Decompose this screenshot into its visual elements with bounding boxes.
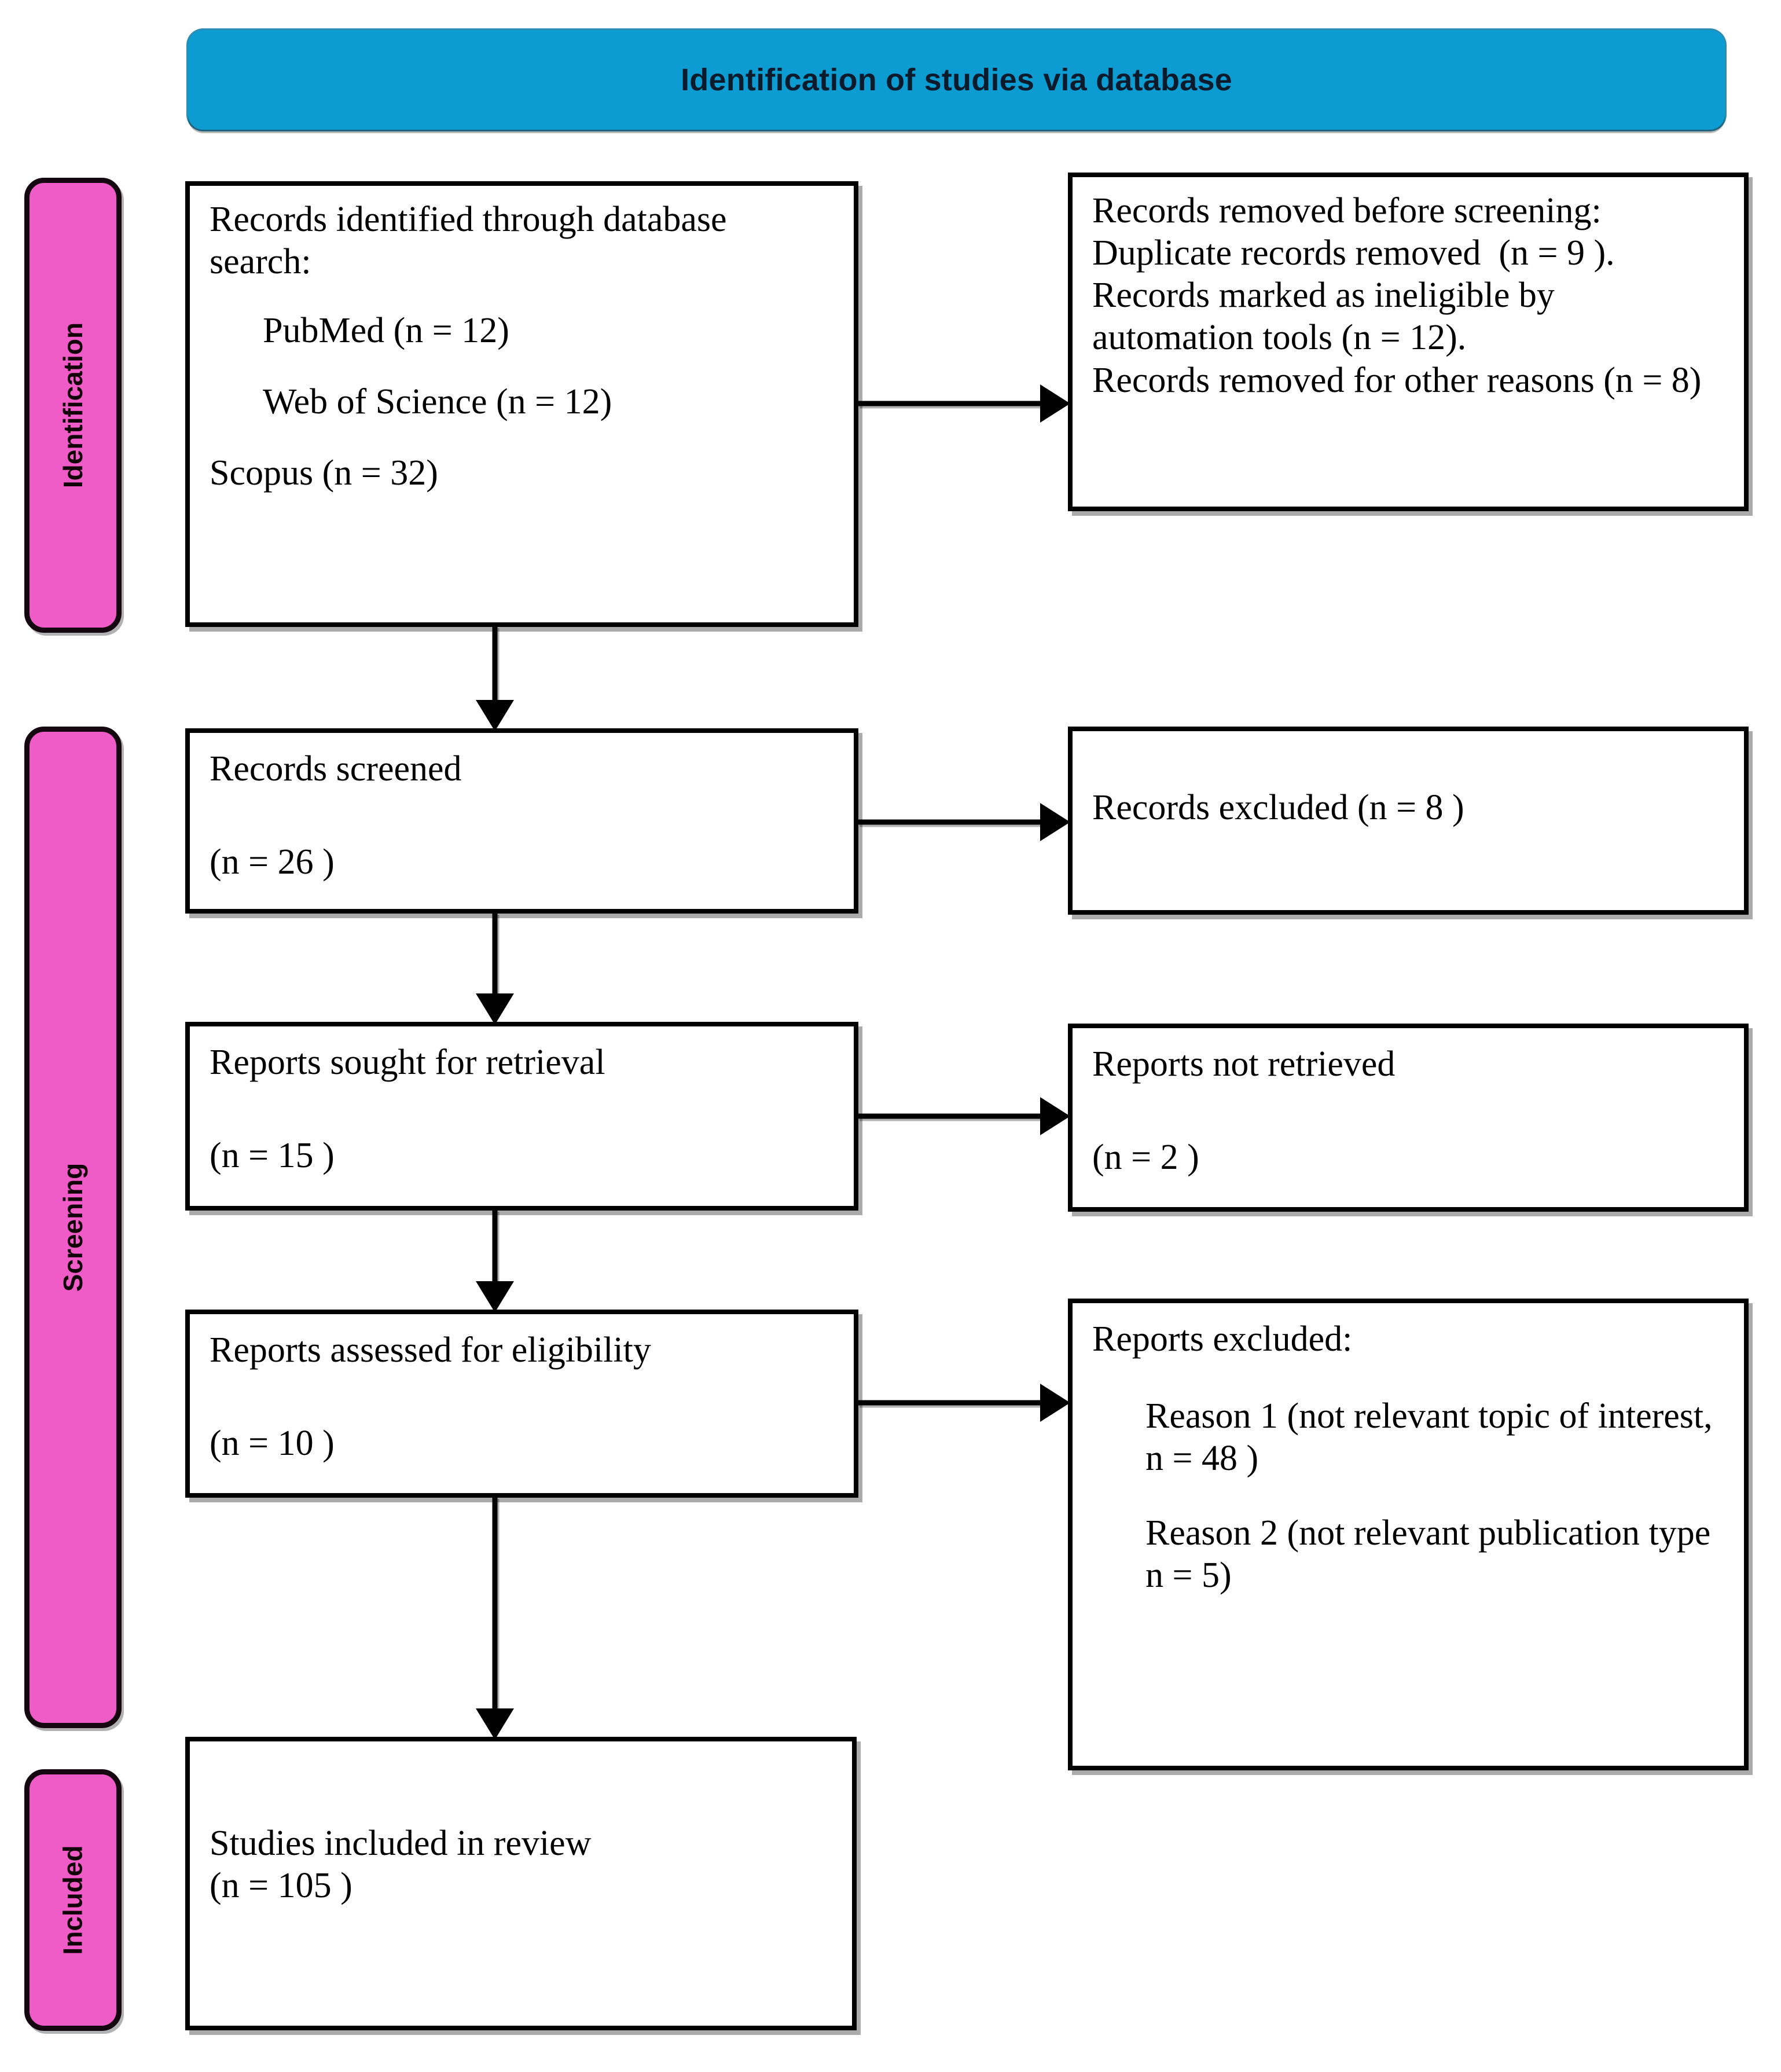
arrow-identified-to-removed: [858, 383, 1070, 424]
box-studies-included-in-review: Studies included in review (n = 105 ): [185, 1737, 857, 2030]
diagram-header-banner: Identification of studies via database: [188, 30, 1725, 130]
arrow-shaft: [492, 627, 498, 705]
source-scopus: Scopus (n = 32): [210, 453, 438, 493]
arrow-assessed-to-included: [475, 1498, 515, 1740]
arrow-shaft: [858, 819, 1045, 825]
arrow-assessed-to-reports-excluded: [858, 1382, 1070, 1423]
arrow-identified-to-screened: [475, 627, 515, 731]
stage-label-identification: Identification: [24, 178, 122, 633]
arrow-shaft: [858, 1400, 1045, 1406]
arrow-shaft: [858, 1113, 1045, 1119]
arrow-screened-to-sought: [475, 914, 515, 1025]
records-identified-heading: Records identified through database sear…: [210, 200, 736, 282]
arrow-screened-to-excluded: [858, 802, 1070, 842]
reports-excluded-reason-1: Reason 1 (not relevant topic of interest…: [1145, 1396, 1722, 1478]
arrow-shaft: [858, 401, 1045, 406]
arrow-head-icon: [476, 993, 514, 1025]
stage-label-included-text: Included: [58, 1845, 88, 1955]
reports-not-retrieved-text: Reports not retrieved (n = 2 ): [1092, 1044, 1396, 1178]
arrow-head-icon: [476, 1708, 514, 1740]
records-removed-text: Records removed before screening: Duplic…: [1092, 191, 1702, 400]
source-web-of-science: Web of Science (n = 12): [263, 382, 612, 421]
arrow-shaft: [492, 1211, 498, 1286]
arrow-head-icon: [476, 1281, 514, 1312]
reports-excluded-reason-2: Reason 2 (not relevant publication type …: [1145, 1513, 1720, 1596]
arrow-sought-to-assessed: [475, 1211, 515, 1312]
arrow-head-icon: [1040, 1097, 1070, 1135]
studies-included-text: Studies included in review (n = 105 ): [210, 1824, 592, 1906]
stage-label-screening-text: Screening: [58, 1162, 89, 1292]
box-records-excluded: Records excluded (n = 8 ): [1068, 727, 1749, 915]
arrow-head-icon: [1040, 1384, 1070, 1422]
stage-label-screening: Screening: [24, 727, 122, 1728]
records-screened-text: Records screened (n = 26 ): [210, 749, 462, 882]
source-pubmed: PubMed (n = 12): [263, 311, 509, 351]
arrow-head-icon: [1040, 803, 1070, 841]
arrow-shaft: [492, 914, 498, 998]
box-reports-excluded: Reports excluded: Reason 1 (not relevant…: [1068, 1299, 1749, 1770]
box-records-removed-before-screening: Records removed before screening: Duplic…: [1068, 173, 1749, 511]
arrow-shaft: [492, 1498, 498, 1713]
reports-sought-text: Reports sought for retrieval (n = 15 ): [210, 1043, 605, 1176]
arrow-head-icon: [1040, 384, 1070, 423]
records-excluded-text: Records excluded (n = 8 ): [1092, 788, 1464, 827]
reports-assessed-text: Reports assessed for eligibility (n = 10…: [210, 1330, 651, 1464]
stage-label-identification-text: Identification: [58, 322, 89, 489]
box-reports-not-retrieved: Reports not retrieved (n = 2 ): [1068, 1024, 1749, 1212]
box-records-screened: Records screened (n = 26 ): [185, 728, 858, 914]
arrow-head-icon: [476, 700, 514, 731]
box-records-identified: Records identified through database sear…: [185, 181, 858, 627]
arrow-sought-to-not-retrieved: [858, 1096, 1070, 1136]
diagram-title: Identification of studies via database: [681, 63, 1232, 97]
stage-label-included: Included: [24, 1769, 122, 2031]
reports-excluded-heading: Reports excluded:: [1092, 1319, 1353, 1359]
box-reports-sought-for-retrieval: Reports sought for retrieval (n = 15 ): [185, 1022, 858, 1211]
box-reports-assessed-for-eligibility: Reports assessed for eligibility (n = 10…: [185, 1310, 858, 1498]
